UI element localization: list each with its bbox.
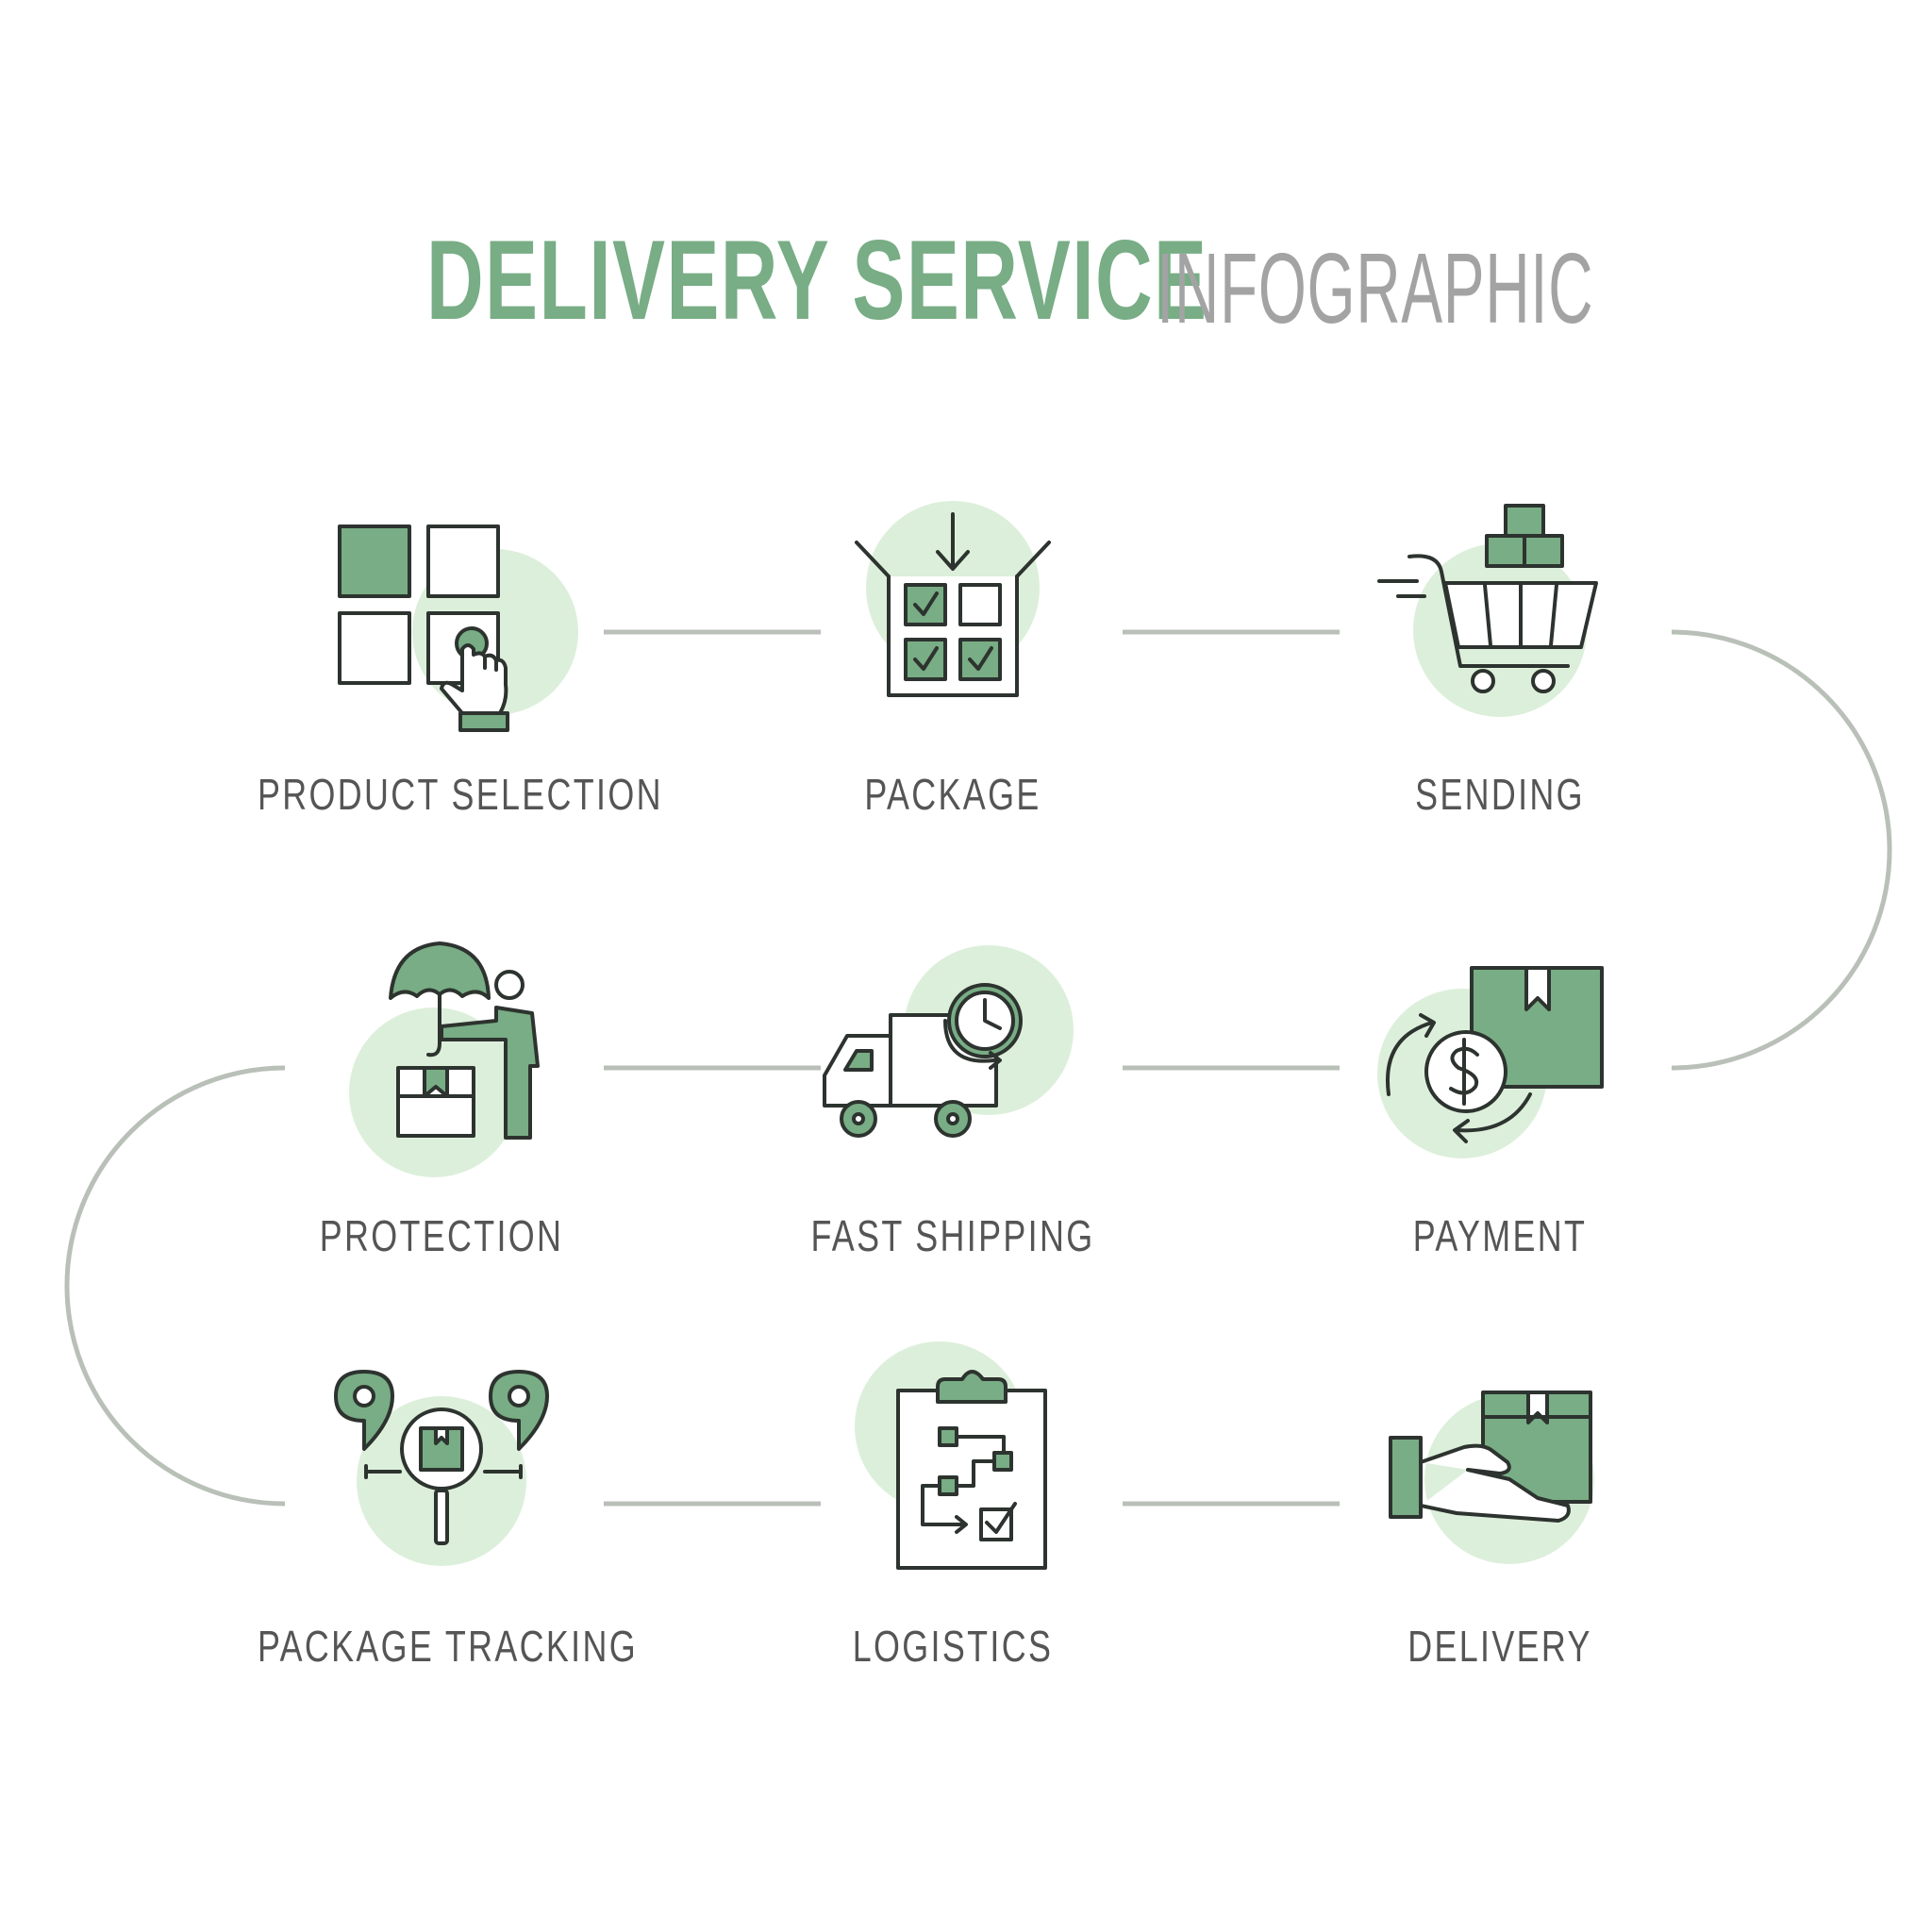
connector-4-7 [64,1065,286,1507]
connector-3-6 [1671,629,1892,1071]
title-main: DELIVERY SERVICE [426,217,1208,343]
shopping-cart-icon [1358,491,1641,774]
umbrella-protection-icon [311,934,594,1217]
payment-dollar-icon [1358,934,1641,1217]
step-label-payment: PAYMENT [1412,1211,1588,1260]
step-label-delivery: DELIVERY [1407,1622,1592,1671]
product-grid-select-icon [311,491,594,774]
step-label-package: PACKAGE [864,770,1041,819]
step-label-fast-shipping: FAST SHIPPING [810,1211,1095,1260]
step-label-product-selection: PRODUCT SELECTION [258,770,663,819]
hand-box-icon [1358,1358,1641,1641]
title-sub: INFOGRAPHIC [1157,233,1594,344]
open-box-icon [811,486,1094,769]
step-label-protection: PROTECTION [319,1211,564,1260]
step-label-package-tracking: PACKAGE TRACKING [258,1622,638,1671]
step-label-logistics: LOGISTICS [852,1622,1054,1671]
tracking-magnifier-icon [311,1358,594,1641]
delivery-truck-clock-icon [811,934,1094,1217]
step-label-sending: SENDING [1415,770,1585,819]
clipboard-flow-icon [811,1330,1094,1613]
